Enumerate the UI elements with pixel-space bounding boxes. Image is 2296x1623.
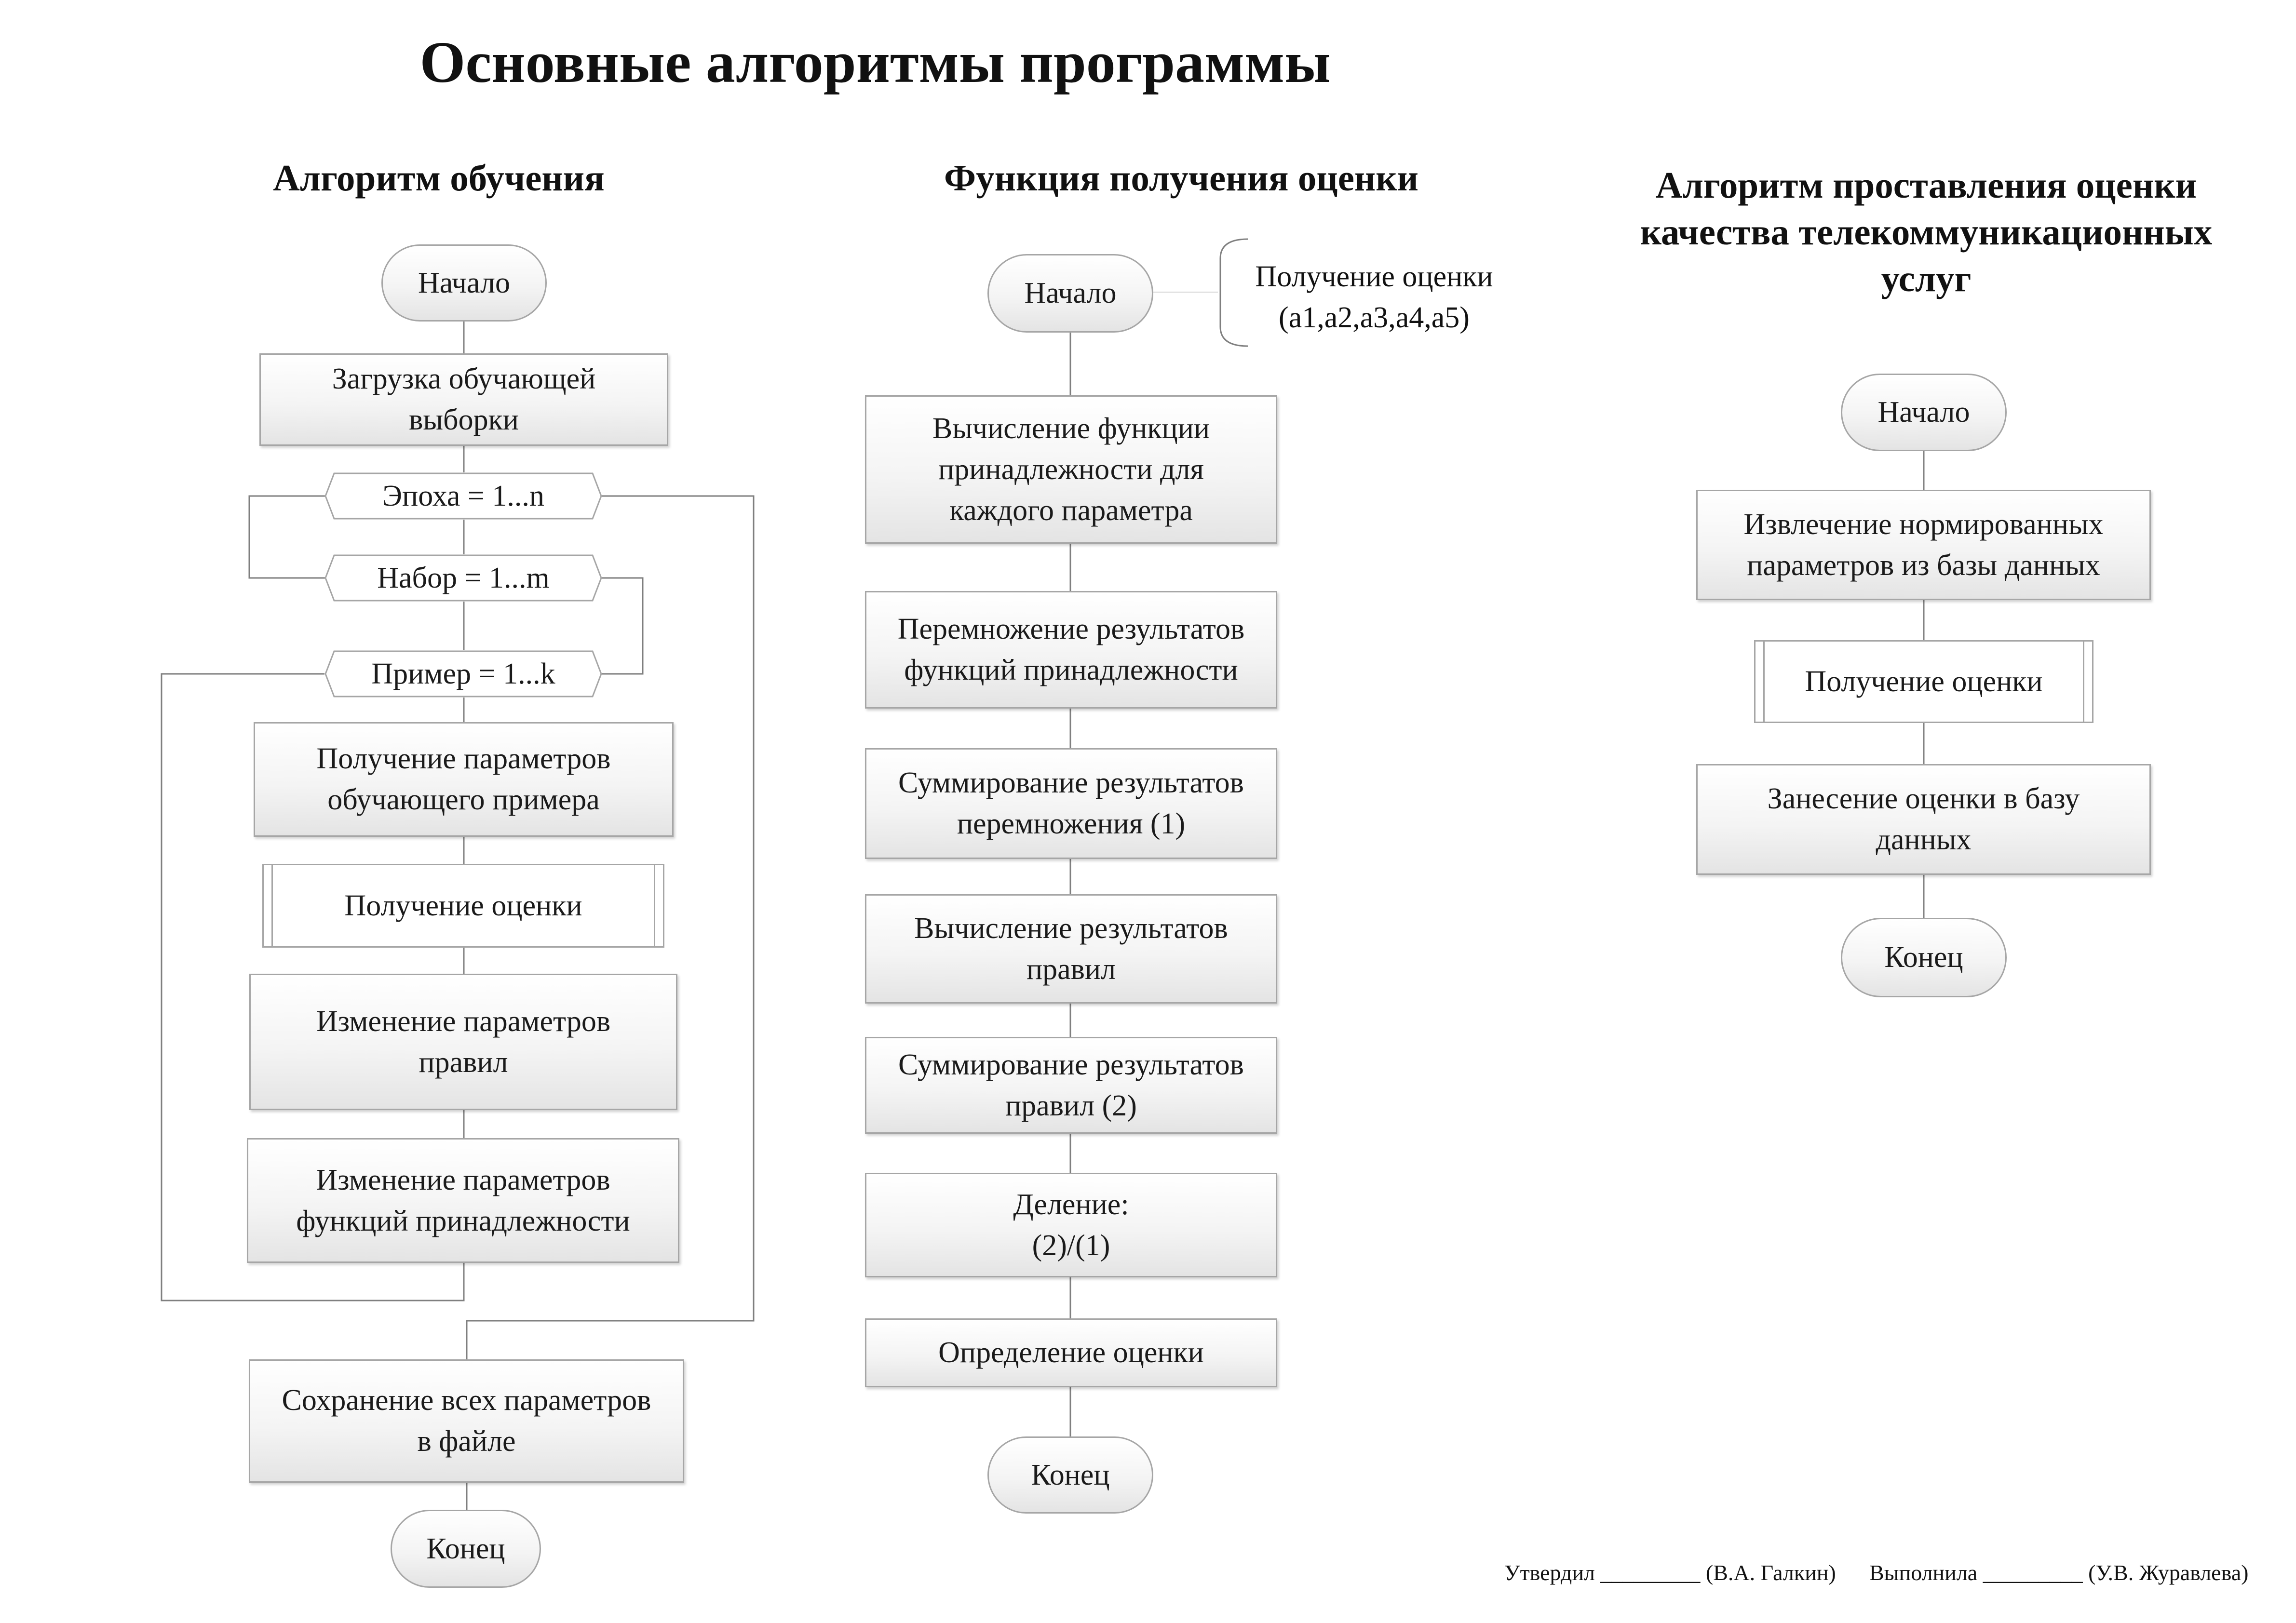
training-load-sample-step: Загрузка обучающей выборки (259, 353, 668, 446)
edge-example-loop-return (161, 673, 465, 1301)
loop-set-label: Набор = 1...m (377, 561, 550, 594)
edge-epoch-loop-return (248, 495, 327, 579)
training-get-score-subprocess: Получение оценки (262, 864, 664, 948)
loop-example-label: Пример = 1...k (371, 657, 555, 690)
footer-approved: Утвердил _________ (В.А. Галкин) (1504, 1560, 1836, 1585)
annotation-bracket (1219, 238, 1248, 347)
scoring-multiply-step: Перемножение результатов функций принадл… (865, 591, 1277, 709)
edge-set-loop-return (600, 577, 644, 675)
edge-epoch-exit (466, 495, 755, 1359)
training-get-params-step: Получение параметров обучающего примера (254, 722, 674, 837)
scoring-start-terminal: Начало (987, 254, 1153, 333)
training-change-membership-step: Изменение параметров функций принадлежно… (247, 1138, 679, 1263)
scoring-sum-products-step: Суммирование результатов перемножения (1… (865, 748, 1277, 859)
footer-performed: Выполнила _________ (У.В. Журавлева) (1869, 1560, 2249, 1585)
scoring-rule-results-step: Вычисление результатов правил (865, 894, 1277, 1004)
scoring-membership-step: Вычисление функции принадлежности для ка… (865, 395, 1277, 544)
rating-get-score-subprocess: Получение оценки (1754, 640, 2093, 723)
training-save-step: Сохранение всех параметров в файле (249, 1359, 684, 1483)
scoring-sum-rules-step: Суммирование результатов правил (2) (865, 1037, 1277, 1134)
scoring-determine-step: Определение оценки (865, 1318, 1277, 1387)
rating-end-terminal: Конец (1841, 918, 2007, 997)
heading-training: Алгоритм обучения (273, 157, 605, 199)
rating-start-terminal: Начало (1841, 374, 2007, 451)
heading-rating: Алгоритм проставления оценки качества те… (1640, 164, 2213, 299)
heading-scoring: Функция получения оценки (944, 157, 1418, 199)
loop-set: Набор = 1...m (324, 554, 602, 602)
scoring-end-terminal: Конец (987, 1436, 1153, 1514)
training-change-rules-step: Изменение параметров правил (249, 974, 677, 1110)
scoring-division-step: Деление: (2)/(1) (865, 1173, 1277, 1277)
page-title: Основные алгоритмы программы (419, 30, 1331, 95)
loop-set-shape (324, 554, 602, 602)
loop-example-shape (324, 650, 602, 697)
training-end-terminal: Конец (391, 1510, 541, 1588)
scoring-annotation: Получение оценки (a1,a2,a3,a4,a5) (1255, 260, 1493, 334)
loop-epoch: Эпоха = 1...n (324, 472, 602, 520)
loop-epoch-label: Эпоха = 1...n (382, 479, 544, 512)
training-start-terminal: Начало (381, 244, 547, 322)
loop-epoch-shape (324, 472, 602, 520)
rating-store-step: Занесение оценки в базу данных (1696, 764, 2151, 875)
loop-example: Пример = 1...k (324, 650, 602, 697)
rating-extract-step: Извлечение нормированных параметров из б… (1696, 490, 2151, 600)
